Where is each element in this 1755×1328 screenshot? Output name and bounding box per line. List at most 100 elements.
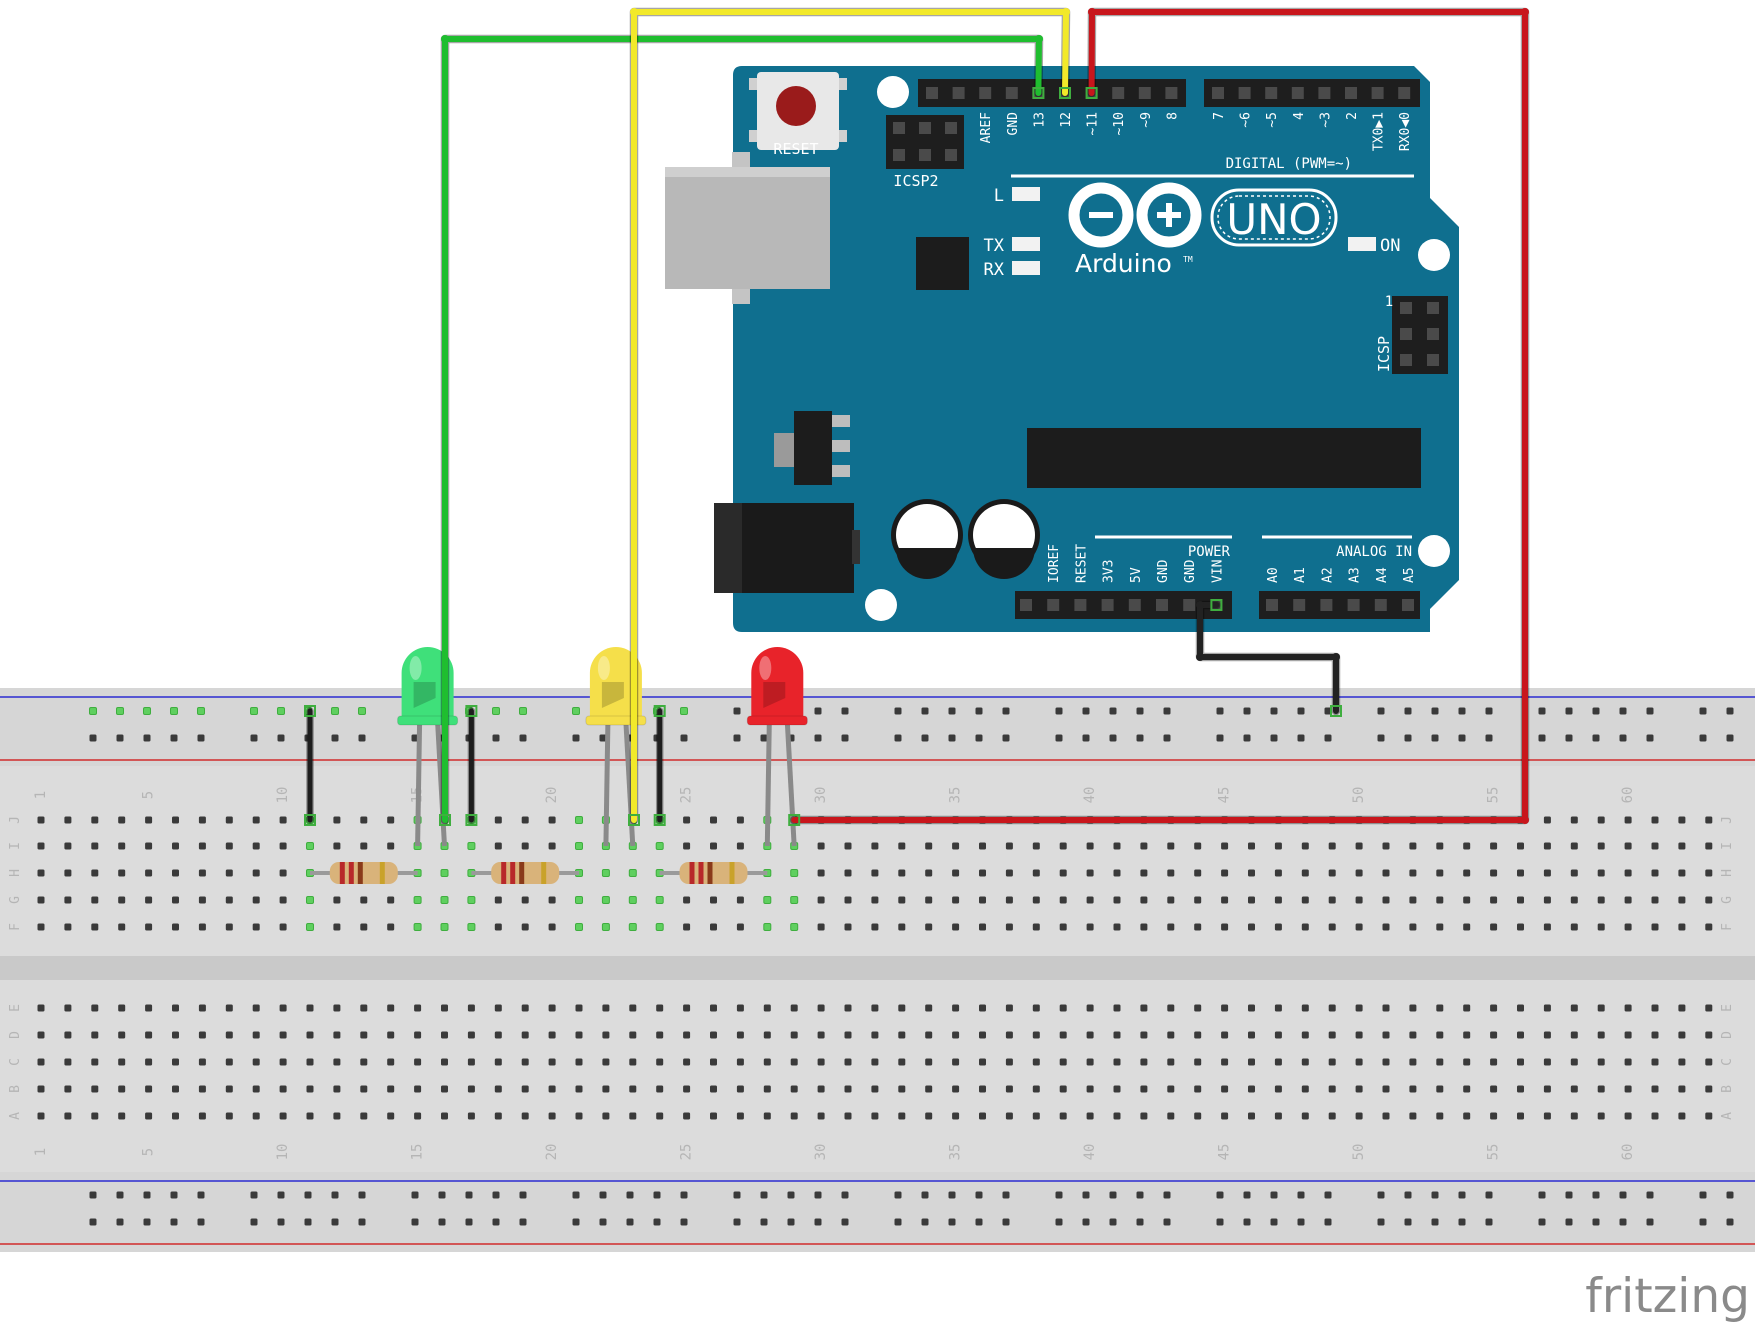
breadboard-hole: [979, 869, 986, 877]
breadboard-hole: [279, 1004, 287, 1012]
breadboard-hole: [91, 1085, 99, 1093]
breadboard-hole: [198, 1085, 206, 1093]
breadboard-hole: [145, 842, 153, 850]
breadboard-hole: [360, 842, 368, 850]
breadboard-hole: [1113, 1112, 1121, 1120]
rail-hole: [197, 1218, 205, 1226]
breadboard-hole: [1624, 1112, 1632, 1120]
breadboard-hole: [817, 1085, 825, 1093]
rail-hole: [1297, 1218, 1305, 1226]
power-pin-label: GND: [1183, 559, 1198, 583]
breadboard-hole: [414, 1058, 422, 1066]
breadboard-hole: [1167, 1004, 1175, 1012]
rail-hole: [116, 1191, 124, 1199]
breadboard-hole: [790, 896, 799, 904]
breadboard-hole: [440, 923, 449, 931]
breadboard-hole: [64, 1031, 72, 1039]
rail-hole: [1055, 707, 1063, 715]
breadboard-hole: [1463, 842, 1471, 850]
breadboard-hole: [656, 1112, 664, 1120]
breadboard-hole: [1194, 1112, 1202, 1120]
breadboard-hole: [1382, 869, 1390, 877]
analog-pin: [1293, 599, 1306, 611]
breadboard-hole: [602, 1031, 610, 1039]
breadboard-hole: [844, 869, 852, 877]
rail-hole: [1324, 1218, 1332, 1226]
breadboard-hole: [1274, 842, 1282, 850]
reset-button-cap[interactable]: [776, 86, 816, 126]
atmega-chip: [1027, 428, 1421, 488]
breadboard-hole: [683, 1058, 691, 1066]
breadboard-hole: [1705, 1031, 1713, 1039]
rail-hole: [1726, 1191, 1734, 1199]
breadboard-hole: [252, 923, 260, 931]
breadboard-hole: [1705, 816, 1713, 824]
rail-hole: [599, 1191, 607, 1199]
breadboard-hole: [64, 1004, 72, 1012]
rail-hole: [1377, 707, 1385, 715]
column-label: 35: [948, 1144, 964, 1161]
breadboard-hole: [467, 1112, 475, 1120]
breadboard-hole: [925, 1058, 933, 1066]
breadboard-hole: [1274, 923, 1282, 931]
breadboard-hole: [198, 869, 206, 877]
breadboard-hole: [710, 1004, 717, 1012]
breadboard-hole: [1409, 1004, 1417, 1012]
row-label: E: [1720, 1004, 1735, 1012]
breadboard-hole: [1032, 923, 1040, 931]
row-label: A: [1720, 1112, 1735, 1120]
breadboard-hole: [1409, 1085, 1417, 1093]
rail-hole: [921, 734, 929, 742]
rail-hole: [492, 707, 500, 715]
breadboard-hole: [979, 1031, 986, 1039]
breadboard-hole: [871, 1112, 879, 1120]
power-pin: [1156, 599, 1168, 611]
breadboard-hole: [1140, 1085, 1148, 1093]
tm-label: TM: [1183, 255, 1193, 264]
breadboard-hole: [628, 869, 637, 877]
breadboard-hole: [1678, 1058, 1686, 1066]
breadboard-hole: [387, 1004, 395, 1012]
power-label: POWER: [1188, 544, 1231, 560]
power-pin-label: VIN: [1210, 560, 1225, 583]
breadboard-hole: [1517, 1058, 1524, 1066]
rail-hole: [197, 707, 205, 715]
breadboard-hole: [1651, 842, 1659, 850]
digital-pin: [1212, 87, 1224, 99]
breadboard-hole: [790, 1058, 798, 1066]
breadboard-hole: [1678, 923, 1686, 931]
breadboard-hole: [1113, 869, 1121, 877]
breadboard-hole: [601, 923, 610, 931]
breadboard-hole: [1194, 869, 1202, 877]
breadboard-hole: [1678, 1004, 1686, 1012]
row-label: G: [1720, 896, 1735, 904]
rail-hole: [1592, 734, 1600, 742]
breadboard-hole: [1517, 869, 1524, 877]
breadboard-hole: [172, 842, 179, 850]
breadboard-hole: [414, 1112, 422, 1120]
breadboard-hole: [1328, 896, 1336, 904]
breadboard-hole: [172, 1112, 179, 1120]
breadboard-hole: [494, 1112, 502, 1120]
breadboard-hole: [440, 896, 449, 904]
rail-hole: [1646, 1191, 1654, 1199]
rail-hole: [331, 707, 339, 715]
green-wire: [439, 34, 1045, 826]
breadboard-hole: [494, 1004, 502, 1012]
breadboard-hole: [387, 1085, 395, 1093]
digital-pin-label: ~3: [1318, 112, 1333, 128]
breadboard-hole: [37, 1058, 45, 1066]
mount-hole: [1418, 535, 1450, 567]
breadboard-hole: [1086, 896, 1094, 904]
breadboard-hole: [198, 923, 206, 931]
breadboard-hole: [952, 896, 960, 904]
breadboard-hole: [1032, 896, 1040, 904]
rail-hole: [921, 707, 929, 715]
breadboard-hole: [817, 923, 825, 931]
breadboard-hole: [333, 1031, 341, 1039]
breadboard-hole: [763, 1085, 771, 1093]
rail-hole: [1538, 707, 1546, 715]
digital-pin-label: ~10: [1112, 112, 1127, 135]
breadboard-hole: [1086, 1031, 1094, 1039]
breadboard-hole: [1059, 1031, 1067, 1039]
